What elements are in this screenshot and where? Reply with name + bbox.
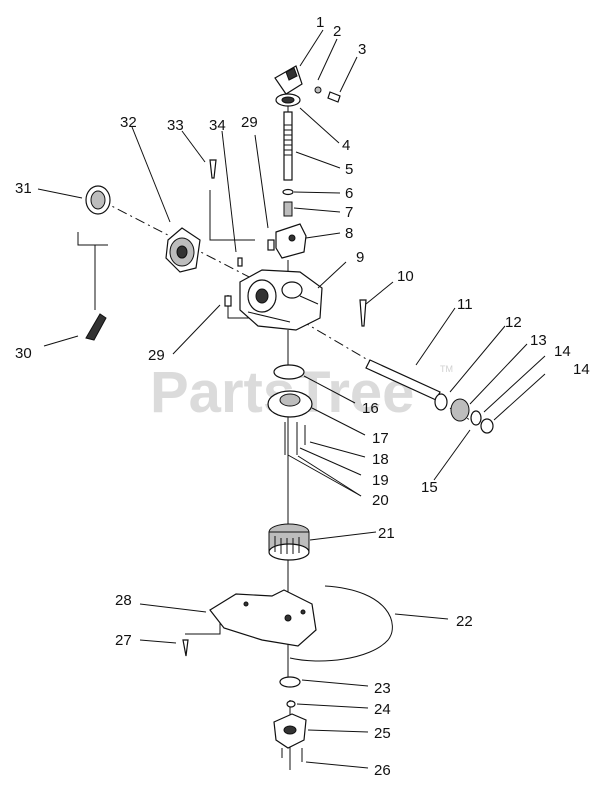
part-gear-cover (267, 390, 313, 418)
callout-14-b: 14 (573, 361, 590, 378)
callout-4: 4 (342, 137, 350, 154)
callout-5: 5 (345, 161, 353, 178)
callout-14-a: 14 (554, 343, 571, 360)
callout-1: 1 (316, 14, 324, 31)
callout-6: 6 (345, 185, 353, 202)
part-needle-bearing (268, 523, 310, 561)
center-axis-line (287, 100, 291, 770)
callout-26: 26 (374, 762, 391, 779)
part-dowel-pin-lower (224, 295, 232, 307)
callout-24: 24 (374, 701, 391, 718)
part-coupling (275, 223, 307, 259)
part-o-ring-upper (273, 364, 305, 380)
callout-2: 2 (333, 23, 341, 40)
bracket-line-27 (185, 617, 221, 635)
callout-31: 31 (15, 180, 32, 197)
bracket-line-34 (209, 190, 255, 241)
bracket-line-30 (77, 232, 108, 310)
callout-13: 13 (530, 332, 547, 349)
part-gear-housing (239, 269, 323, 331)
part-o-ring-lower (279, 676, 301, 688)
part-bottom-bracket (273, 713, 307, 749)
callout-16: 16 (362, 400, 379, 417)
part-pinion-gear (434, 393, 494, 434)
callout-30: 30 (15, 345, 32, 362)
callout-22: 22 (456, 613, 473, 630)
callout-12: 12 (505, 314, 522, 331)
callout-9: 9 (356, 249, 364, 266)
part-plate-screw (182, 639, 189, 657)
part-worm-shaft (283, 111, 293, 181)
part-dowel-pin-upper (267, 239, 275, 251)
callout-7: 7 (345, 204, 353, 221)
callout-27: 27 (115, 632, 132, 649)
callout-29-upper: 29 (241, 114, 258, 131)
part-base-plate (209, 589, 317, 647)
part-side-bearing (165, 227, 201, 273)
callout-25: 25 (374, 725, 391, 742)
watermark-trademark: TM (440, 364, 453, 374)
part-oil-seal (85, 185, 111, 215)
callout-21: 21 (378, 525, 395, 542)
leader-lines (37, 29, 546, 769)
part-key (85, 313, 107, 341)
part-cover-pins (296, 425, 306, 446)
part-upper-bearing (275, 93, 301, 107)
callout-8: 8 (345, 225, 353, 242)
callout-20: 20 (372, 492, 389, 509)
callout-11: 11 (457, 296, 473, 313)
callout-23: 23 (374, 680, 391, 697)
callout-34: 34 (209, 117, 226, 134)
callout-29-lower: 29 (148, 347, 165, 364)
bracket-line-20 (284, 422, 298, 455)
callout-28: 28 (115, 592, 132, 609)
part-pin-33 (209, 159, 217, 179)
callout-32: 32 (120, 114, 137, 131)
part-shaft-washers (282, 188, 294, 217)
part-bracket-screws (281, 748, 303, 762)
callout-labels: 1 2 3 4 5 6 7 8 9 10 11 12 13 14 14 15 1… (15, 14, 590, 779)
part-index-arc (289, 585, 393, 662)
part-pin-34 (237, 257, 243, 267)
part-washer (286, 700, 296, 708)
part-housing-screw (359, 299, 367, 327)
part-cap-assembly (274, 65, 341, 103)
callout-33: 33 (167, 117, 184, 134)
callout-17: 17 (372, 430, 389, 447)
callout-3: 3 (358, 41, 366, 58)
callout-15: 15 (421, 479, 438, 496)
callout-19: 19 (372, 472, 389, 489)
callout-18: 18 (372, 451, 389, 468)
callout-10: 10 (397, 268, 414, 285)
